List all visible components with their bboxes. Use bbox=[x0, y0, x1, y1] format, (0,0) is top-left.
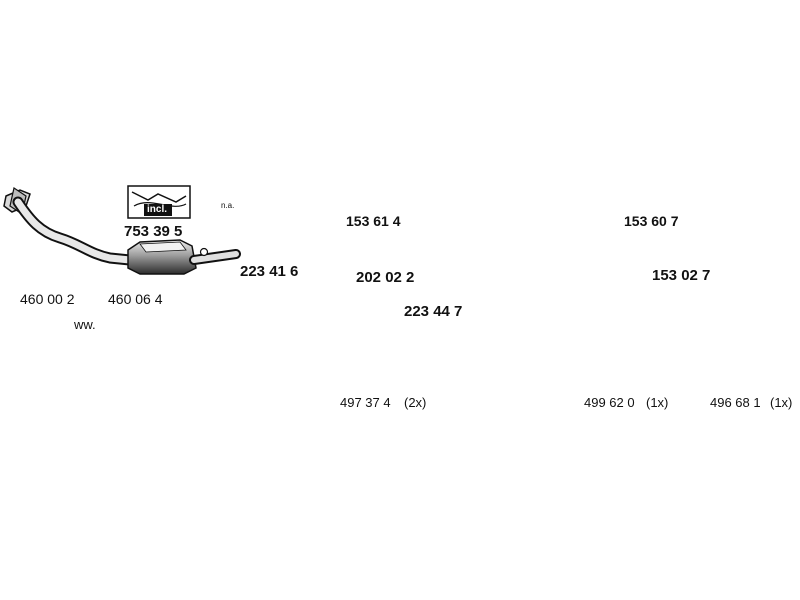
mount-3-qty: (1x) bbox=[770, 395, 793, 410]
mount-1-part: 497 37 4 bbox=[340, 395, 391, 410]
mount-1-qty: (2x) bbox=[404, 395, 427, 410]
kit-badge: incl. bbox=[147, 204, 168, 215]
part-gasket-2: 460 06 4 bbox=[108, 291, 163, 307]
part-catalyst-kit: 753 39 5 bbox=[124, 223, 183, 240]
part-box-rear: 153 60 7 bbox=[624, 213, 679, 229]
mount-2-qty: (1x) bbox=[646, 395, 669, 410]
part-gasket-1: 460 00 2 bbox=[20, 291, 75, 307]
mount-3-part: 496 68 1 bbox=[710, 395, 761, 410]
part-box-front: 153 61 4 bbox=[346, 213, 401, 229]
alt-marker: ww. bbox=[74, 317, 96, 332]
part-clamp-2: 223 44 7 bbox=[404, 303, 463, 320]
part-clamp-1: 223 41 6 bbox=[240, 263, 299, 280]
sensor-note: n.a. bbox=[221, 201, 235, 210]
mount-2-part: 499 62 0 bbox=[584, 395, 635, 410]
part-rear-silencer: 153 02 7 bbox=[652, 267, 711, 284]
catalyst-kit-box bbox=[127, 185, 191, 219]
part-middle-silencer: 202 02 2 bbox=[356, 269, 415, 286]
catalytic-converter-assembly bbox=[3, 187, 241, 275]
